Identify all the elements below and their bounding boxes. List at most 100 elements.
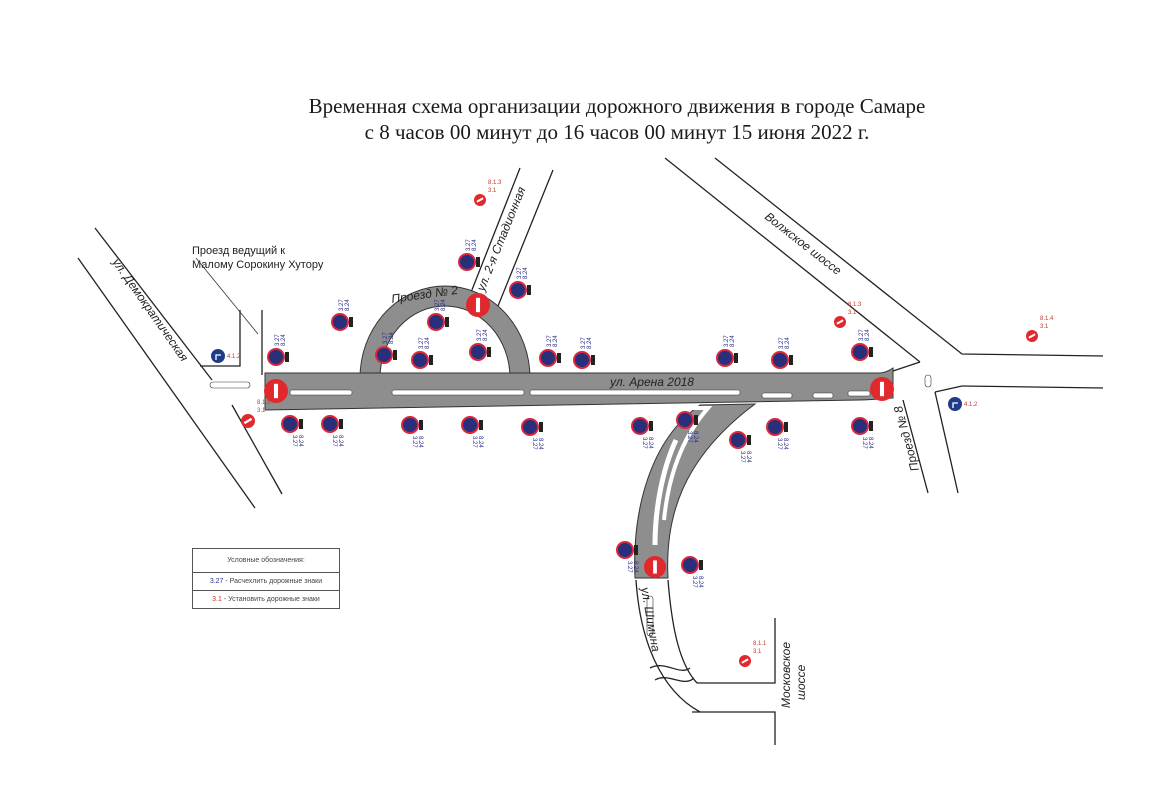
no-stopping-icon <box>521 418 539 436</box>
sign-code-label: 8.1.1 <box>257 400 271 406</box>
no-stopping-icon <box>851 417 869 435</box>
lane-mark <box>209 381 251 389</box>
sign-code-label: 8.24 <box>345 299 351 311</box>
sign-code-label: 3.27 <box>477 329 483 341</box>
legend-text-uncover: - Расчехлить дорожные знаки <box>223 578 323 585</box>
no-entry-sign <box>466 293 490 317</box>
plate-icon <box>634 545 638 555</box>
sign-code-label: 8.24 <box>867 437 873 449</box>
lane-mark <box>847 390 871 397</box>
sign-code-label: 3.27 <box>861 437 867 449</box>
stadionnaya-edge-2 <box>497 169 554 307</box>
legend: Условные обозначения: 3.27 - Расчехлить … <box>192 548 340 609</box>
lane-mark <box>529 389 741 396</box>
sign-code-label: 8.24 <box>730 335 736 347</box>
sign-code-label: 8.24 <box>537 438 543 450</box>
closed-road-segments <box>264 285 894 579</box>
no-entry-bar <box>741 658 749 664</box>
no-entry-sign: 3.18.1.1 <box>739 641 767 667</box>
sign-code-label: 3.1 <box>488 188 497 194</box>
sign-code-label: 3.27 <box>776 438 782 450</box>
legend-item-install: 3.1 - Установить дорожные знаки <box>193 590 339 608</box>
demokraticheskaya-edge-3 <box>231 404 283 495</box>
lane-mark <box>289 389 353 396</box>
sign-code-label: 8.1.3 <box>848 302 862 308</box>
no-entry-bar <box>273 383 279 399</box>
no-stopping-icon <box>771 351 789 369</box>
sign-code-label: 8.24 <box>441 299 447 311</box>
label-moskovskoe-1: Московское <box>779 642 793 708</box>
legend-code-3-27: 3.27 <box>209 578 224 585</box>
lane-markings <box>209 374 932 637</box>
sign-code-label: 3.27 <box>686 431 692 443</box>
sign-code-label: 3.27 <box>581 337 587 349</box>
no-entry-bar <box>879 381 885 397</box>
no-entry-bar <box>836 319 844 325</box>
no-entry-bar <box>1028 333 1036 339</box>
no-stopping-icon <box>681 556 699 574</box>
lane-mark-curve <box>652 438 679 546</box>
arena-street <box>264 367 894 411</box>
plate-icon <box>869 421 873 431</box>
no-stopping-icon <box>427 313 445 331</box>
no-entry-sign <box>644 556 666 578</box>
no-stopping-icon <box>461 416 479 434</box>
no-stopping-icon <box>281 415 299 433</box>
sign-code-label: 3.27 <box>411 436 417 448</box>
sign-code-label: 8.24 <box>477 436 483 448</box>
arrow-icon <box>952 402 958 408</box>
plate-icon <box>734 353 738 363</box>
no-stopping-icon <box>331 313 349 331</box>
no-entry-bar <box>475 297 481 313</box>
direction-sign: 4.1.2 <box>948 397 978 411</box>
plate-icon <box>539 422 543 432</box>
annotation-leader <box>195 257 259 335</box>
moskovskoe-edge-2 <box>692 711 776 745</box>
sign-code-label: 3.27 <box>859 329 865 341</box>
sign-code-label: 8.24 <box>297 435 303 447</box>
sign-code-label: 8.24 <box>697 576 703 588</box>
legend-text-install: - Установить дорожные знаки <box>221 596 320 603</box>
stadionnaya-edge-1 <box>467 167 521 301</box>
plate-icon <box>479 420 483 430</box>
south-road-edge-1 <box>635 579 701 713</box>
no-stopping-icon <box>729 431 747 449</box>
sign-code-label: 8.24 <box>632 561 638 573</box>
proezd8-edge-2 <box>934 385 963 393</box>
plate-icon <box>694 415 698 425</box>
no-stopping-icon <box>321 415 339 433</box>
sign-code-label: 8.24 <box>281 334 287 346</box>
plate-icon <box>299 419 303 429</box>
no-stopping-icon <box>573 351 591 369</box>
sign-code-label: 3.27 <box>517 267 523 279</box>
turn-right-icon <box>211 349 225 363</box>
no-stopping-icon <box>458 253 476 271</box>
no-entry-sign: 3.18.1.3 <box>834 302 862 328</box>
no-stopping-icon <box>766 418 784 436</box>
title-line-2: с 8 часов 00 минут до 16 часов 00 минут … <box>364 120 870 144</box>
sign-code-label: 8.24 <box>745 451 751 463</box>
driveway-left-edge <box>200 310 241 367</box>
no-entry-bar <box>653 560 657 574</box>
map-title: Временная схема организации дорожного дв… <box>0 93 1170 145</box>
no-entry-sign <box>870 377 894 401</box>
no-stopping-icon <box>616 541 634 559</box>
sign-code-label: 3.27 <box>626 561 632 573</box>
proezd8-edge-1 <box>902 399 929 494</box>
curvy-lines-1 <box>649 665 691 671</box>
label-moskovskoe-2: шоссе <box>794 664 808 700</box>
sign-code-label: 3.27 <box>331 435 337 447</box>
no-entry-sign: 3.18.1.4 <box>1026 316 1054 342</box>
volzhskoe-edge-2 <box>714 157 1104 357</box>
sign-code-label: 3.27 <box>724 335 730 347</box>
volzhskoe-edge-1 <box>664 157 921 363</box>
